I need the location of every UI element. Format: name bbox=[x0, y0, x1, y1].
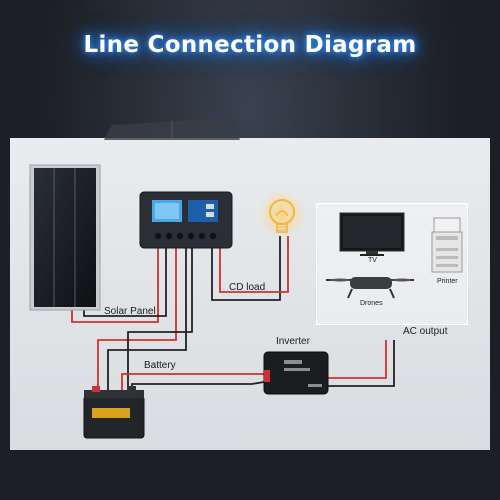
label-drones: Drones bbox=[360, 300, 383, 307]
printer-icon bbox=[431, 217, 463, 273]
label-solar-panel: Solar Panel bbox=[104, 306, 156, 317]
wires-ac-output bbox=[326, 340, 395, 387]
label-ac-output: AC output bbox=[403, 326, 448, 337]
drone-icon bbox=[326, 277, 414, 299]
label-battery: Battery bbox=[144, 360, 176, 371]
wires-load bbox=[211, 236, 289, 301]
tv-icon bbox=[339, 212, 405, 256]
wires-battery bbox=[97, 248, 193, 392]
label-inverter: Inverter bbox=[276, 336, 310, 347]
wires-solar bbox=[71, 248, 167, 323]
wires-inverter bbox=[121, 373, 265, 392]
light-bulb-icon bbox=[258, 190, 306, 238]
battery-icon bbox=[83, 386, 145, 439]
inverter-icon bbox=[263, 351, 329, 395]
solar-panel bbox=[29, 164, 101, 311]
charge-controller bbox=[139, 191, 233, 249]
label-cd-load: CD load bbox=[229, 282, 266, 293]
label-printer: Printer bbox=[437, 278, 458, 285]
label-tv: TV bbox=[368, 257, 377, 264]
diagram-title: Line Connection Diagram bbox=[83, 32, 417, 58]
background-roof-panel bbox=[104, 118, 240, 140]
